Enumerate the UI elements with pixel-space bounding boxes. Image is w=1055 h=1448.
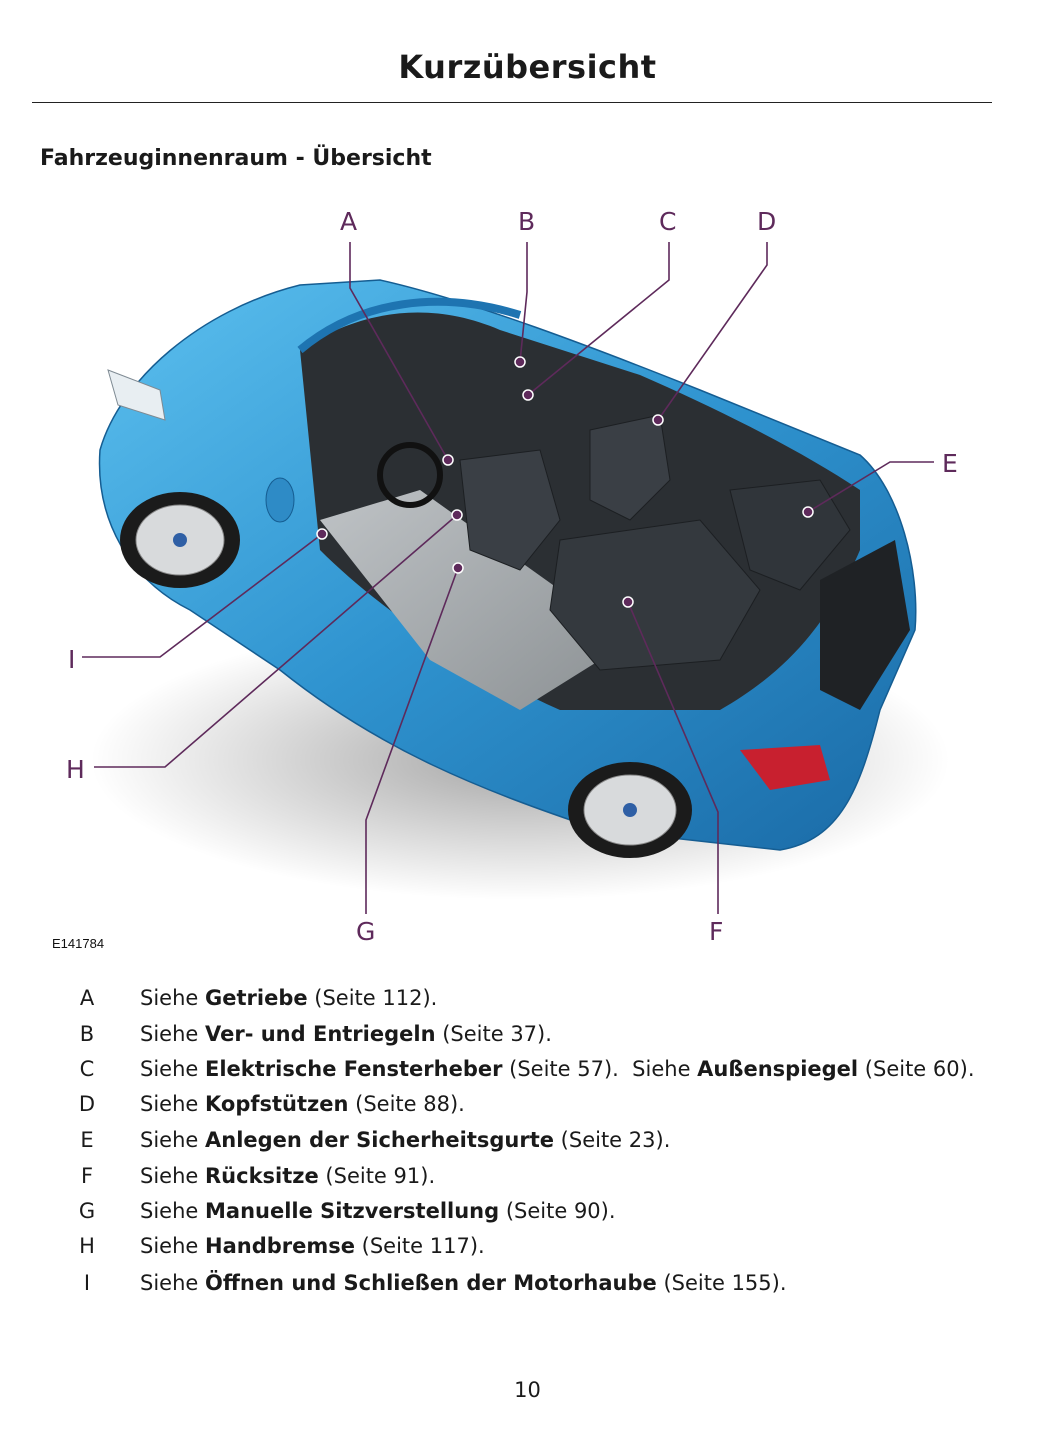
section-title: Fahrzeuginnenraum - Übersicht [40,146,432,171]
legend-item: C Siehe Elektrische Fensterheber (Seite … [0,1057,1055,1093]
legend-text: Siehe Elektrische Fensterheber (Seite 57… [140,1057,975,1081]
callout-label-b: B [518,207,535,236]
figure-id: E141784 [52,936,105,951]
front-wheel [120,492,240,588]
legend-topic: Außenspiegel [697,1057,859,1081]
leader-line-b [519,242,528,363]
legend-topic: Ver- und Entriegeln [205,1022,436,1046]
legend-topic: Anlegen der Sicherheitsgurte [205,1128,554,1152]
legend-topic: Elektrische Fensterheber [205,1057,503,1081]
legend-letter: A [79,986,95,1010]
legend-letter: F [80,1164,94,1188]
side-mirror [265,477,295,523]
rear-hatch-window [820,540,910,710]
legend-text: Siehe Öffnen und Schließen der Motorhaub… [140,1271,787,1295]
front-seat-right [589,414,671,521]
callout-label-d: D [757,207,776,236]
legend-text: Siehe Rücksitze (Seite 91). [140,1164,436,1188]
legend-text: Siehe Handbremse (Seite 117). [140,1234,485,1258]
rear-bench [549,519,761,671]
callout-label-g: G [356,917,375,946]
callout-label-e: E [942,449,958,478]
steering-wheel [377,442,443,508]
legend-item: A Siehe Getriebe (Seite 112). [0,986,1055,1022]
legend-item: B Siehe Ver- und Entriegeln (Seite 37). [0,1022,1055,1058]
legend-item: G Siehe Manuelle Sitzverstellung (Seite … [0,1199,1055,1235]
leader-line-e [807,461,934,513]
leader-line-f [627,601,719,914]
callout-label-h: H [66,755,85,784]
taillight [740,745,830,790]
legend-text: Siehe Kopfstützen (Seite 88). [140,1092,465,1116]
callout-dot-a [442,454,454,466]
callout-dot-f [622,596,634,608]
legend-text: Siehe Ver- und Entriegeln (Seite 37). [140,1022,552,1046]
legend-letter: I [83,1271,91,1295]
legend-topic: Manuelle Sitzverstellung [205,1199,500,1223]
legend-item: F Siehe Rücksitze (Seite 91). [0,1164,1055,1200]
leader-line-g [365,567,459,914]
callout-dot-h [451,509,463,521]
callout-label-a: A [340,207,357,236]
headlight [107,369,166,421]
legend-topic: Handbremse [205,1234,355,1258]
legend-letter: H [79,1234,95,1258]
callout-label-c: C [659,207,676,236]
legend-text: Siehe Getriebe (Seite 112). [140,986,438,1010]
leader-line-h [94,514,458,768]
callout-dot-e [802,506,814,518]
legend-topic: Kopfstützen [205,1092,349,1116]
page-title: Kurzübersicht [398,48,657,86]
leader-line-i [82,533,323,658]
legend-topic: Rücksitze [205,1164,319,1188]
legend-letter: E [80,1128,94,1152]
windshield-frame [297,297,522,354]
car-interior-illustration: A B C D E F G H I [0,190,1055,960]
page-number: 10 [514,1378,541,1402]
leader-line-a [349,242,449,461]
callout-dot-g [452,562,464,574]
legend-item: E Siehe Anlegen der Sicherheitsgurte (Se… [0,1128,1055,1164]
leader-line-c [527,242,670,396]
legend-text: Siehe Manuelle Sitzverstellung (Seite 90… [140,1199,616,1223]
third-row-seat [729,479,851,591]
callout-dot-i [316,528,328,540]
callout-label-f: F [709,917,723,946]
callout-label-i: I [68,645,75,674]
legend-letter: D [78,1092,96,1116]
legend-item: D Siehe Kopfstützen (Seite 88). [0,1092,1055,1128]
callout-dot-c [522,389,534,401]
legend-letter: B [79,1022,95,1046]
legend-topic: Öffnen und Schließen der Motorhaube [205,1271,657,1295]
legend-letter: C [79,1057,95,1081]
leader-line-d [657,242,768,421]
callout-dot-d [652,414,664,426]
interior-floor [320,490,600,710]
front-seat-left [459,449,561,571]
callout-dot-b [514,356,526,368]
legend-topic: Getriebe [205,986,308,1010]
legend-item: H Siehe Handbremse (Seite 117). [0,1234,1055,1270]
legend-text: Siehe Anlegen der Sicherheitsgurte (Seit… [140,1128,671,1152]
rear-wheel [568,762,692,858]
legend-letter: G [78,1199,96,1223]
legend-item: I Siehe Öffnen und Schließen der Motorha… [0,1271,1055,1307]
title-divider [32,102,992,103]
